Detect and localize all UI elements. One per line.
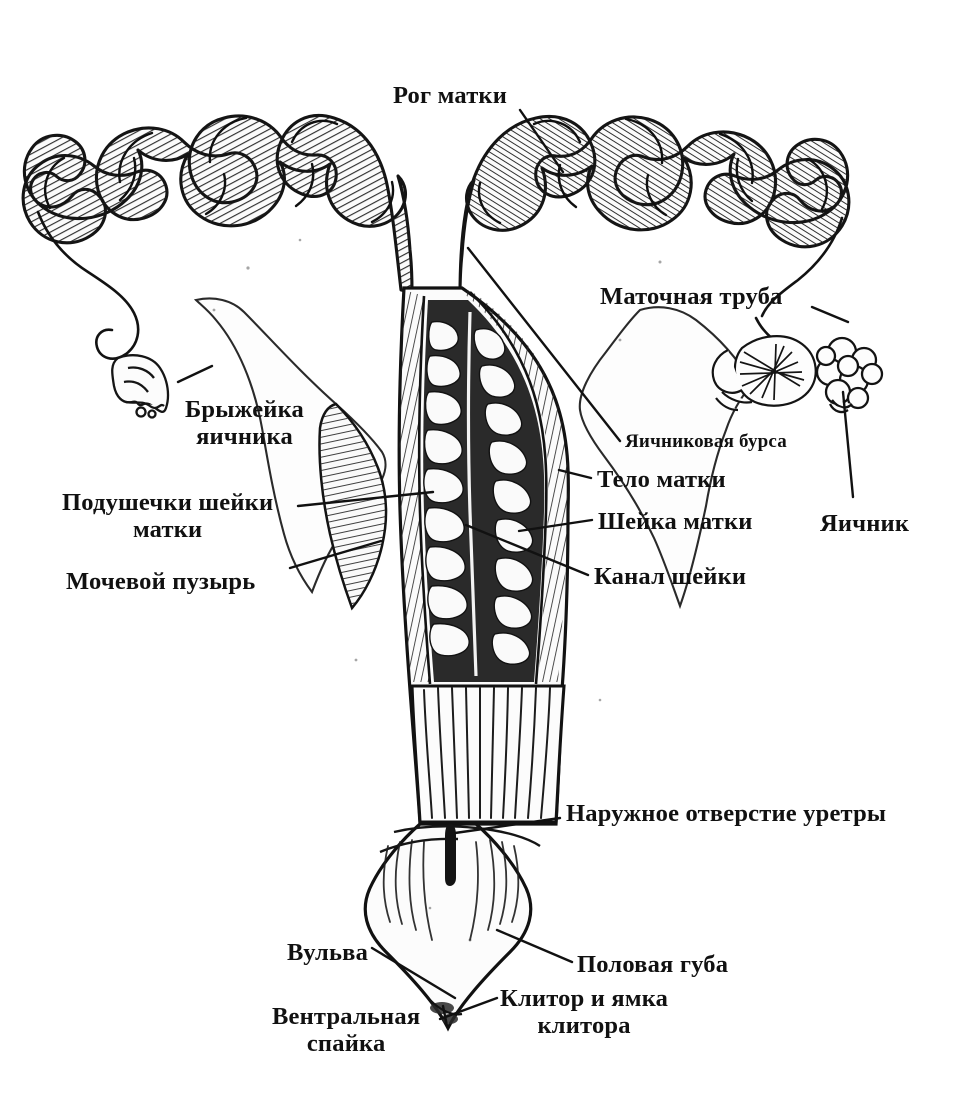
label-line: Тело матки xyxy=(597,466,726,493)
leader-uterine-tube xyxy=(810,305,850,324)
leader-clitoris xyxy=(438,996,499,1021)
label-vulva: Вульва xyxy=(287,939,368,966)
label-ovarian-bursa: Яичниковая бурса xyxy=(625,431,787,452)
label-line: Брыжейка xyxy=(185,396,304,423)
urethral-orifice-mark xyxy=(445,824,456,886)
leader-ovarian-bursa xyxy=(466,246,622,443)
leader-labium xyxy=(495,928,574,964)
leader-cervix xyxy=(517,518,594,533)
label-line: Вульва xyxy=(287,939,369,966)
label-urinary-bladder: Мочевой пузырь xyxy=(66,568,255,595)
label-line: яичника xyxy=(196,423,293,451)
label-line: клитора xyxy=(537,1012,631,1040)
label-cervix: Шейка матки xyxy=(598,508,753,535)
label-labium: Половая губа xyxy=(577,951,728,978)
leader-cervical-canal xyxy=(464,523,590,577)
leader-urinary-bladder xyxy=(288,539,383,570)
label-line: спайка xyxy=(306,1030,386,1058)
label-line: Мочевой пузырь xyxy=(66,568,256,595)
label-line: Маточная труба xyxy=(600,283,783,310)
label-line: Шейка матки xyxy=(598,508,753,535)
label-line: Клитор и ямка xyxy=(500,985,669,1012)
label-line: Яичниковая бурса xyxy=(625,431,788,452)
leader-urethral-orifice xyxy=(453,816,562,835)
vagina xyxy=(410,684,566,824)
right-ovary xyxy=(815,336,884,414)
leader-uterine-horn xyxy=(518,108,565,174)
urinary-bladder xyxy=(318,402,388,611)
label-uterine-horn: Рог матки xyxy=(393,82,507,109)
label-line: Половая губа xyxy=(577,951,729,978)
label-line: Рог матки xyxy=(393,82,508,109)
label-line: Яичник xyxy=(820,510,910,537)
label-line: Вентральная xyxy=(272,1003,421,1030)
label-line: Наружное отверстие уретры xyxy=(566,800,887,827)
right-infundibulum xyxy=(711,335,817,412)
vestibule-vulva xyxy=(363,822,541,1032)
label-line: Канал шейки xyxy=(594,563,747,590)
leader-vulva xyxy=(370,946,457,1000)
label-uterine-body: Тело матки xyxy=(597,466,726,493)
label-ovary: Яичник xyxy=(820,510,909,537)
leader-cervical-pads xyxy=(296,490,435,508)
label-cervical-canal: Канал шейки xyxy=(594,563,746,590)
leader-ovarian-mesentery xyxy=(176,364,214,384)
left-oviduct-fimbria xyxy=(111,354,170,419)
label-line: Подушечки шейки xyxy=(62,489,274,516)
leader-uterine-body xyxy=(557,468,593,480)
label-uterine-tube: Маточная труба xyxy=(600,283,783,310)
label-urethral-orifice: Наружное отверстие уретры xyxy=(566,800,886,827)
leader-ventral-commissure xyxy=(441,1004,449,1028)
label-line: матки xyxy=(132,516,203,544)
engraving-speckle xyxy=(212,238,702,942)
uterine-body-open xyxy=(363,286,570,1032)
leader-lines xyxy=(176,108,855,1028)
cervical-canal xyxy=(466,311,478,677)
leader-ovary xyxy=(841,390,855,499)
